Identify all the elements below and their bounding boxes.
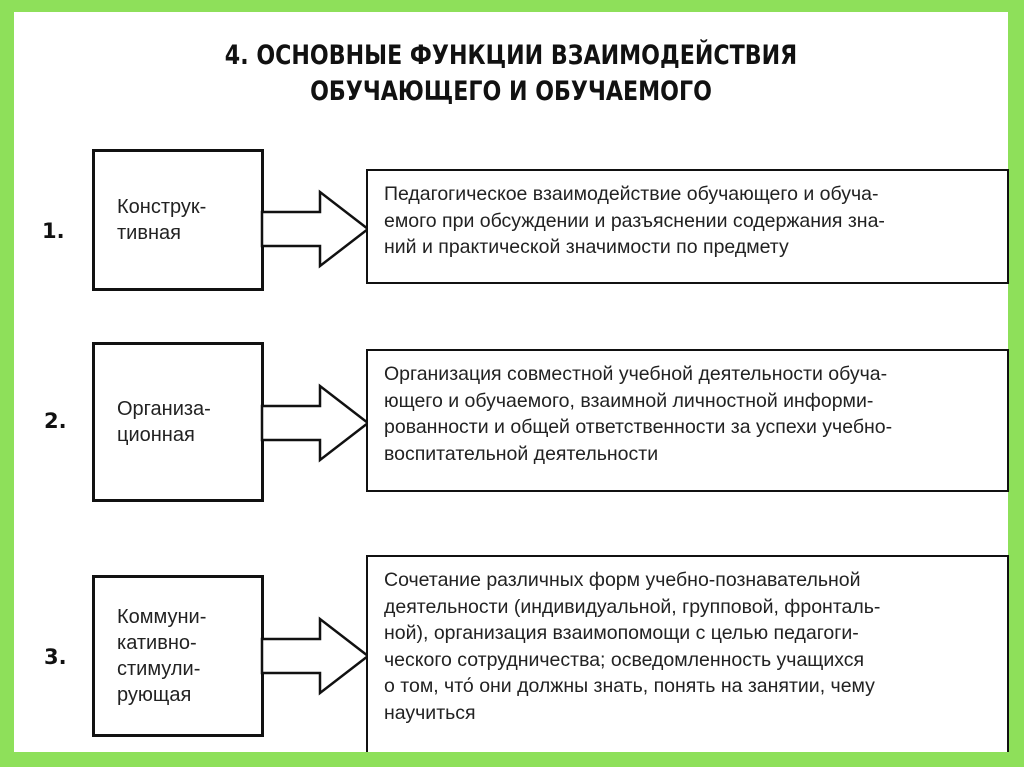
function-box-constructive: Конструк- тивная — [92, 149, 264, 291]
description-text: Организация совместной учебной деятельно… — [384, 361, 892, 467]
description-line: воспитательной деятельности — [384, 442, 659, 465]
description-line: ной), организация взаимопомощи с целью п… — [384, 622, 859, 644]
arrow-right-icon — [260, 189, 371, 269]
description-line: ний и практической значимости по предмет… — [384, 236, 789, 258]
arrow-right-icon — [260, 383, 371, 463]
description-line: Педагогическое взаимодействие обучающего… — [384, 183, 879, 205]
description-line: емого при обсуждении и разъяснении содер… — [384, 209, 885, 232]
function-label: Конструк- тивная — [117, 194, 206, 246]
label-line: кативно- — [117, 632, 197, 654]
slide: 4. ОСНОВНЫЕ ФУНКЦИИ ВЗАИМОДЕЙСТВИЯ ОБУЧА… — [14, 12, 1009, 752]
function-label: Организа- ционная — [117, 396, 211, 448]
description-line: ческого сотрудничества; осведомленность … — [384, 648, 865, 671]
description-line: деятельности (индивидуальной, групповой,… — [384, 595, 881, 618]
row-number-1: 1. — [42, 219, 65, 243]
label-line: Конструк- — [117, 196, 207, 218]
row-number-3: 3. — [44, 645, 67, 669]
title-line-2: ОБУЧАЮЩЕГО И ОБУЧАЕМОГО — [310, 76, 712, 107]
arrow-right-icon — [260, 616, 371, 696]
description-line: Организация совместной учебной деятельно… — [384, 363, 888, 385]
description-text: Сочетание различных форм учебно-познават… — [384, 567, 880, 726]
function-box-organizational: Организа- ционная — [92, 342, 264, 502]
label-line: Организа- — [117, 398, 211, 420]
function-box-communicative: Коммуни- кативно- стимули- рующая — [92, 575, 264, 737]
label-line: тивная — [117, 222, 181, 244]
label-line: Коммуни- — [117, 606, 207, 628]
description-box-constructive: Педагогическое взаимодействие обучающего… — [366, 169, 1009, 284]
row-number-2: 2. — [44, 409, 67, 433]
description-text: Педагогическое взаимодействие обучающего… — [384, 181, 885, 261]
description-line: научиться — [384, 701, 476, 724]
title-line-1: 4. ОСНОВНЫЕ ФУНКЦИИ ВЗАИМОДЕЙСТВИЯ — [224, 40, 798, 71]
description-box-communicative: Сочетание различных форм учебно-познават… — [366, 555, 1009, 752]
label-line: рующая — [117, 684, 192, 706]
description-line: ющего и обучаемого, взаимной личностной … — [384, 389, 874, 412]
description-line: о том, что́ они должны знать, понять на … — [384, 675, 875, 697]
function-label: Коммуни- кативно- стимули- рующая — [117, 604, 206, 708]
description-line: Сочетание различных форм учебно-познават… — [384, 569, 861, 591]
description-box-organizational: Организация совместной учебной деятельно… — [366, 349, 1009, 492]
label-line: ционная — [117, 424, 195, 446]
page-title: 4. ОСНОВНЫЕ ФУНКЦИИ ВЗАИМОДЕЙСТВИЯ ОБУЧА… — [103, 38, 918, 110]
label-line: стимули- — [117, 658, 201, 680]
description-line: рованности и общей ответственности за ус… — [384, 416, 893, 438]
